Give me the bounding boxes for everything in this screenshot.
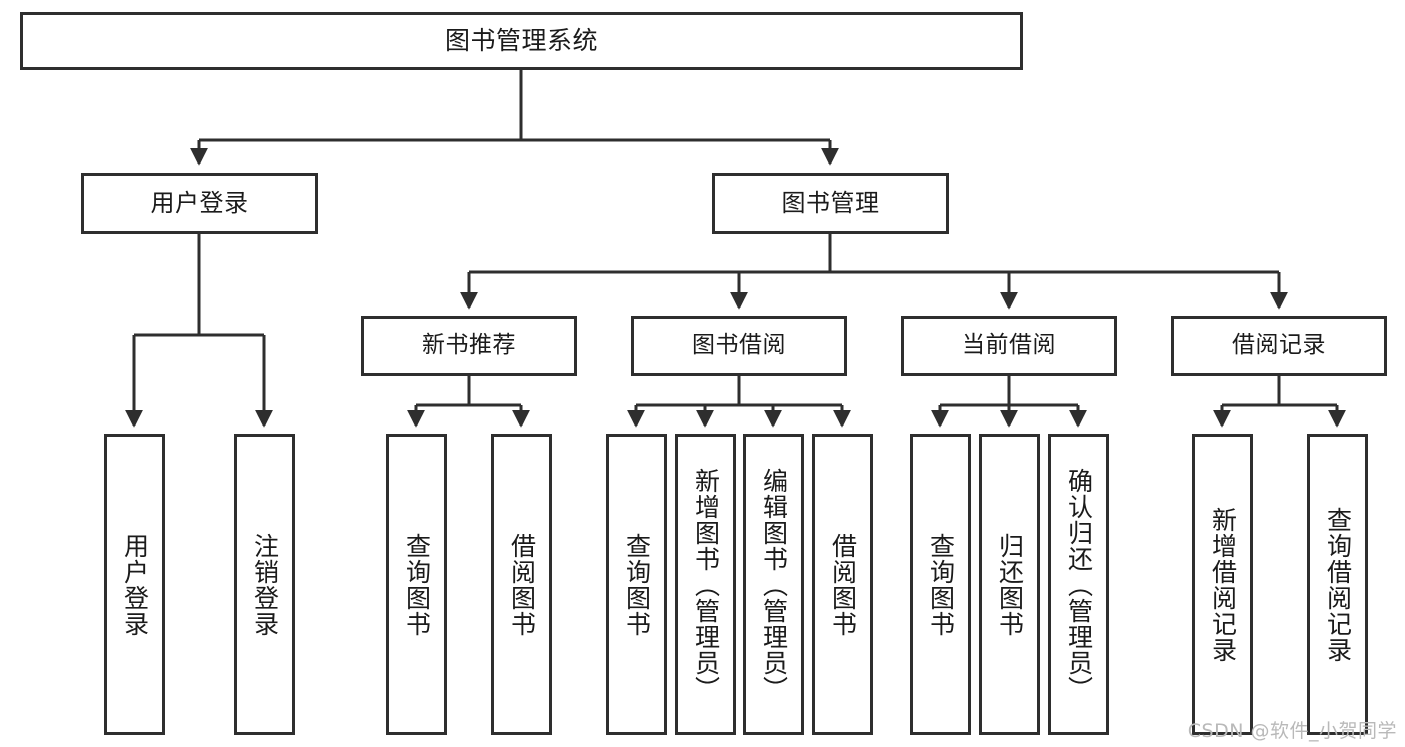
leaf-book-borrow-3[interactable]: 借阅图书: [812, 434, 873, 735]
leaf-book-borrow-0[interactable]: 查询图书: [606, 434, 667, 735]
leaf-new-book-recommend-1[interactable]: 借阅图书: [491, 434, 552, 735]
leaf-book-borrow-0-label: 查询图书: [622, 532, 652, 637]
leaf-current-borrow-1-label: 归还图书: [995, 532, 1025, 637]
node-user-login[interactable]: 用户登录: [81, 173, 318, 234]
leaf-book-borrow-2-label: 编辑图书（管理员）: [759, 467, 789, 702]
leaf-current-borrow-0[interactable]: 查询图书: [910, 434, 971, 735]
leaf-user-login-1[interactable]: 注销登录: [234, 434, 295, 735]
leaf-book-borrow-3-label: 借阅图书: [828, 532, 858, 637]
leaf-current-borrow-0-label: 查询图书: [926, 532, 956, 637]
node-current-borrow[interactable]: 当前借阅: [901, 316, 1117, 376]
leaf-user-login-0[interactable]: 用户登录: [104, 434, 165, 735]
leaf-borrow-record-1[interactable]: 查询借阅记录: [1307, 434, 1368, 735]
node-new-book-recommend[interactable]: 新书推荐: [361, 316, 577, 376]
leaf-current-borrow-1[interactable]: 归还图书: [979, 434, 1040, 735]
leaf-current-borrow-2[interactable]: 确认归还（管理员）: [1048, 434, 1109, 735]
leaf-new-book-recommend-0[interactable]: 查询图书: [386, 434, 447, 735]
node-book-management-label: 图书管理: [781, 189, 880, 218]
node-root-system[interactable]: 图书管理系统: [20, 12, 1023, 70]
node-new-book-recommend-label: 新书推荐: [422, 332, 516, 359]
leaf-borrow-record-0-label: 新增借阅记录: [1208, 506, 1238, 663]
node-user-login-label: 用户登录: [150, 189, 249, 218]
node-book-management[interactable]: 图书管理: [712, 173, 949, 234]
node-root-system-label: 图书管理系统: [444, 26, 598, 55]
node-current-borrow-label: 当前借阅: [962, 332, 1056, 359]
node-book-borrow[interactable]: 图书借阅: [631, 316, 847, 376]
leaf-book-borrow-2[interactable]: 编辑图书（管理员）: [743, 434, 804, 735]
node-borrow-record-label: 借阅记录: [1232, 332, 1326, 359]
leaf-current-borrow-2-label: 确认归还（管理员）: [1064, 467, 1094, 702]
node-book-borrow-label: 图书借阅: [692, 332, 786, 359]
node-borrow-record[interactable]: 借阅记录: [1171, 316, 1387, 376]
leaf-new-book-recommend-1-label: 借阅图书: [507, 532, 537, 637]
leaf-book-borrow-1-label: 新增图书（管理员）: [691, 467, 721, 702]
leaf-user-login-0-label: 用户登录: [120, 532, 150, 637]
leaf-user-login-1-label: 注销登录: [250, 532, 280, 637]
leaf-borrow-record-1-label: 查询借阅记录: [1323, 506, 1353, 663]
leaf-borrow-record-0[interactable]: 新增借阅记录: [1192, 434, 1253, 735]
csdn-watermark: CSDN @软件_小贺同学: [1187, 720, 1397, 742]
leaf-new-book-recommend-0-label: 查询图书: [402, 532, 432, 637]
leaf-book-borrow-1[interactable]: 新增图书（管理员）: [675, 434, 736, 735]
